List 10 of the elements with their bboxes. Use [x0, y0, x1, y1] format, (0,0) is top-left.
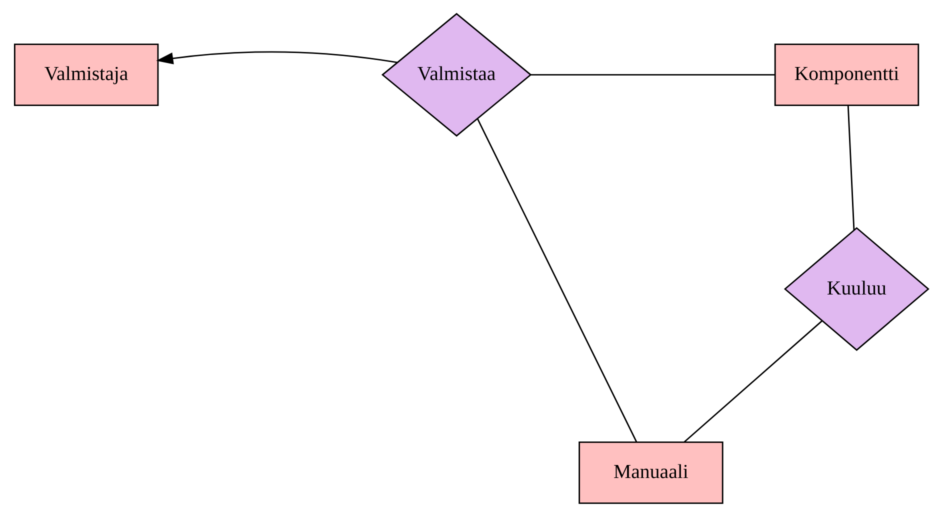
node-box: Manuaali — [578, 442, 724, 504]
node-box: Valmistaja — [14, 44, 159, 106]
connector — [530, 74, 775, 76]
node-diamond: Kuuluu — [784, 227, 930, 351]
connector — [476, 118, 638, 442]
node-box: Komponentti — [774, 44, 920, 106]
connector — [847, 106, 855, 230]
node-diamond: Valmistaa — [381, 12, 532, 137]
connector — [684, 320, 823, 443]
arrow — [156, 51, 398, 64]
